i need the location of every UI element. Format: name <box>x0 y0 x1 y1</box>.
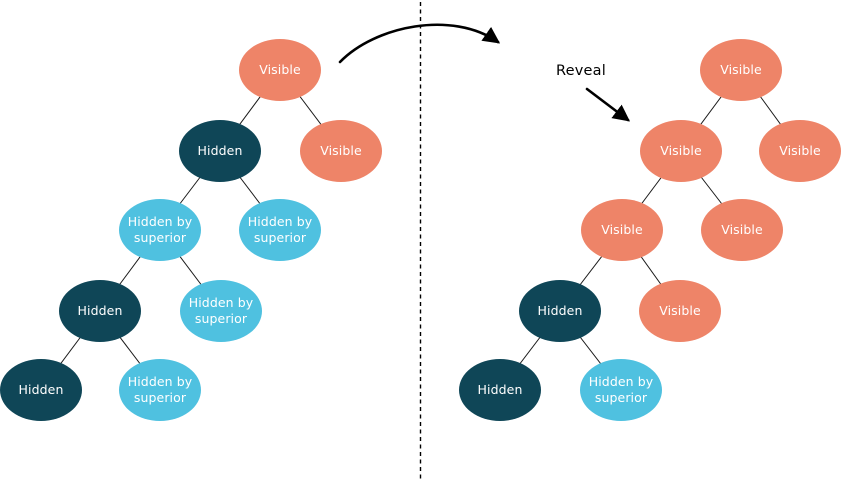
tree-node-visible: Visible <box>639 280 721 342</box>
tree-node-root-visible: Visible <box>239 39 321 101</box>
tree-node-revealed-visible: Visible <box>640 120 722 182</box>
tree-node-visible: Visible <box>701 199 783 261</box>
node-label: Hidden by superior <box>127 374 193 405</box>
tree-node-visible: Visible <box>759 120 841 182</box>
tree-node-hidden-by-superior: Hidden by superior <box>119 199 201 261</box>
reveal-arrow <box>585 87 631 122</box>
node-label: Hidden <box>197 143 243 158</box>
tree-node-hidden-by-superior: Hidden by superior <box>239 199 321 261</box>
node-label: Visible <box>659 303 701 318</box>
node-label: Hidden by superior <box>188 295 254 326</box>
tree-node-hidden: Hidden <box>0 359 82 421</box>
tree-node-hidden: Hidden <box>59 280 141 342</box>
node-label: Hidden by superior <box>247 214 313 245</box>
node-label: Hidden <box>18 382 64 397</box>
node-label: Visible <box>779 143 821 158</box>
node-label: Visible <box>721 222 763 237</box>
node-label: Hidden by superior <box>588 374 654 405</box>
node-label: Hidden <box>77 303 123 318</box>
tree-node-visible: Visible <box>581 199 663 261</box>
node-label: Visible <box>720 62 762 77</box>
tree-node-hidden-by-superior: Hidden by superior <box>580 359 662 421</box>
tree-node-visible: Visible <box>300 120 382 182</box>
node-label: Visible <box>259 62 301 77</box>
tree-node-root-visible: Visible <box>700 39 782 101</box>
tree-node-hidden: Hidden <box>519 280 601 342</box>
tree-node-hidden-by-superior: Hidden by superior <box>180 280 262 342</box>
node-label: Visible <box>320 143 362 158</box>
transition-arrow <box>338 23 501 64</box>
node-label: Visible <box>660 143 702 158</box>
node-label: Hidden <box>477 382 523 397</box>
reveal-annotation-label: Reveal <box>556 63 606 79</box>
tree-node-hidden: Hidden <box>179 120 261 182</box>
tree-node-hidden-by-superior: Hidden by superior <box>119 359 201 421</box>
tree-node-hidden: Hidden <box>459 359 541 421</box>
node-label: Hidden <box>537 303 583 318</box>
node-label: Hidden by superior <box>127 214 193 245</box>
node-label: Visible <box>601 222 643 237</box>
